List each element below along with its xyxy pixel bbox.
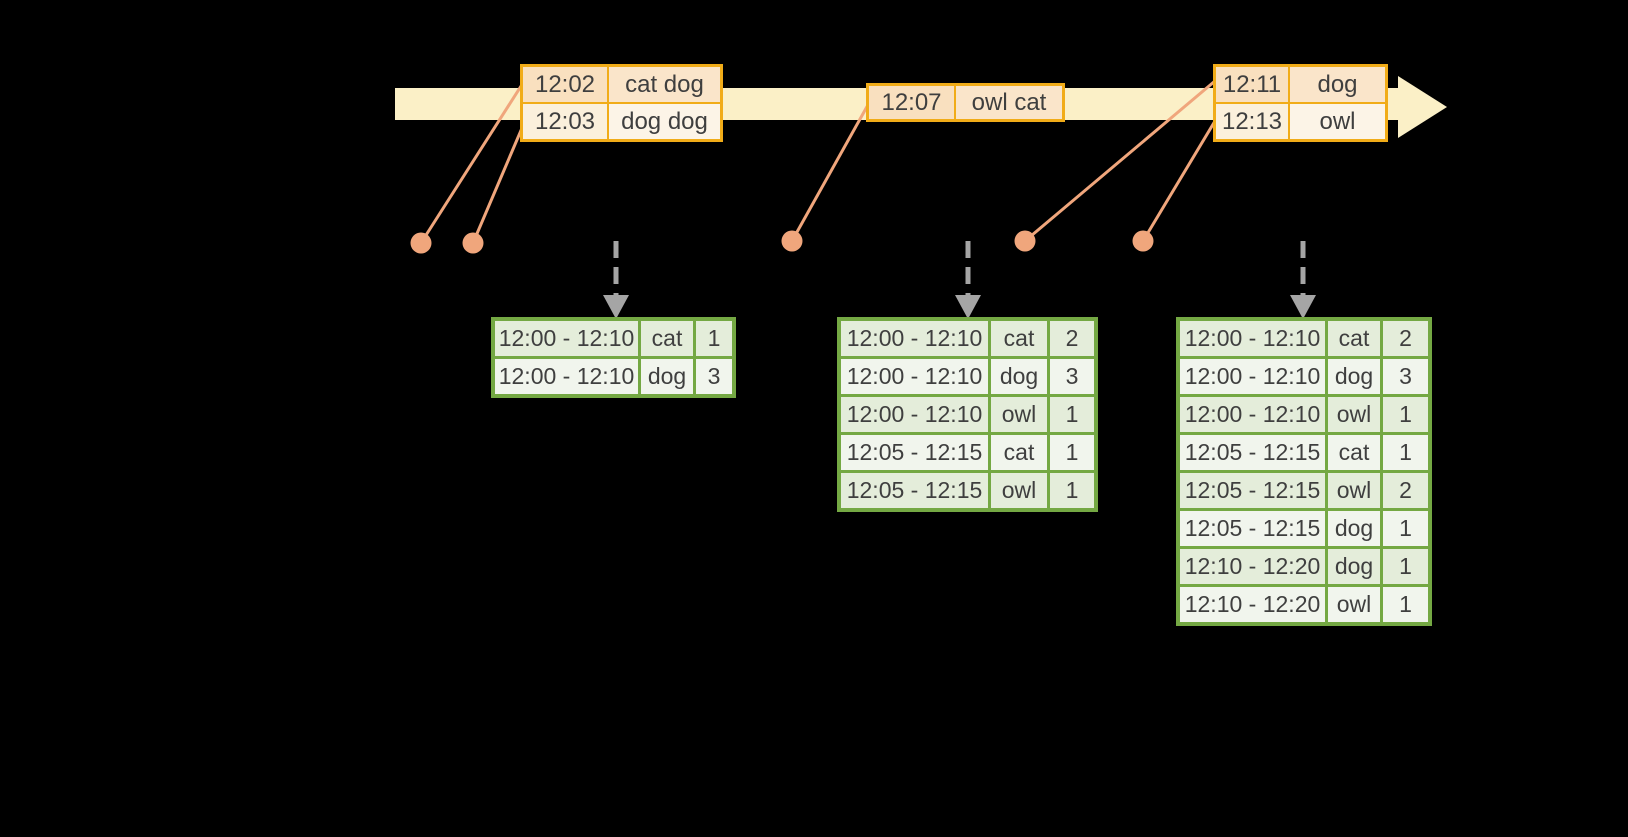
result-window: 12:05 - 12:15 xyxy=(841,473,988,508)
result-window: 12:00 - 12:10 xyxy=(495,321,638,356)
result-table-2: 12:00 - 12:10 cat 2 12:00 - 12:10 dog 3 … xyxy=(837,317,1098,512)
event-time: 12:02 xyxy=(523,67,607,102)
result-window: 12:05 - 12:15 xyxy=(841,435,988,470)
connector-line xyxy=(1024,79,1216,243)
result-count: 1 xyxy=(1383,549,1428,584)
result-word: owl xyxy=(1328,587,1380,622)
result-window: 12:00 - 12:10 xyxy=(841,359,988,394)
result-word: owl xyxy=(1328,397,1380,432)
result-word: cat xyxy=(991,321,1047,356)
result-count: 2 xyxy=(1050,321,1094,356)
result-count: 1 xyxy=(1383,397,1428,432)
result-count: 1 xyxy=(1383,511,1428,546)
result-count: 1 xyxy=(1383,435,1428,470)
result-word: dog xyxy=(1328,549,1380,584)
result-count: 2 xyxy=(1383,321,1428,356)
result-window: 12:00 - 12:10 xyxy=(1180,359,1325,394)
event-time: 12:07 xyxy=(869,86,954,119)
result-word: cat xyxy=(1328,321,1380,356)
result-count: 3 xyxy=(1050,359,1094,394)
down-arrowhead-icon xyxy=(1290,295,1316,319)
event-words: dog xyxy=(1290,67,1385,102)
event-words: cat dog xyxy=(609,67,720,102)
result-window: 12:05 - 12:15 xyxy=(1180,435,1325,470)
down-arrowhead-icon xyxy=(955,295,981,319)
result-count: 2 xyxy=(1383,473,1428,508)
event-dot-icon xyxy=(462,232,484,254)
result-window: 12:05 - 12:15 xyxy=(1180,473,1325,508)
result-window: 12:00 - 12:10 xyxy=(1180,321,1325,356)
event-dot-icon xyxy=(1014,230,1036,252)
timeline-arrowhead-icon xyxy=(1398,76,1447,138)
result-word: dog xyxy=(1328,359,1380,394)
event-time: 12:11 xyxy=(1216,67,1288,102)
result-table-3: 12:00 - 12:10 cat 2 12:00 - 12:10 dog 3 … xyxy=(1176,317,1432,626)
result-table-1: 12:00 - 12:10 cat 1 12:00 - 12:10 dog 3 xyxy=(491,317,736,398)
event-dot-icon xyxy=(1132,230,1154,252)
result-word: cat xyxy=(641,321,693,356)
result-window: 12:10 - 12:20 xyxy=(1180,549,1325,584)
result-count: 1 xyxy=(1050,397,1094,432)
result-word: owl xyxy=(1328,473,1380,508)
event-dot-icon xyxy=(410,232,432,254)
result-window: 12:10 - 12:20 xyxy=(1180,587,1325,622)
result-word: dog xyxy=(991,359,1047,394)
event-table-3: 12:11 dog 12:13 owl xyxy=(1213,64,1388,142)
result-count: 1 xyxy=(1383,587,1428,622)
result-word: cat xyxy=(1328,435,1380,470)
result-window: 12:00 - 12:10 xyxy=(841,321,988,356)
result-window: 12:00 - 12:10 xyxy=(841,397,988,432)
connector-line xyxy=(790,102,871,242)
connector-line xyxy=(471,120,527,244)
event-dot-icon xyxy=(781,230,803,252)
result-window: 12:00 - 12:10 xyxy=(1180,397,1325,432)
result-word: owl xyxy=(991,473,1047,508)
result-count: 1 xyxy=(1050,435,1094,470)
down-arrowhead-icon xyxy=(603,295,629,319)
result-word: cat xyxy=(991,435,1047,470)
result-count: 3 xyxy=(1383,359,1428,394)
event-table-1: 12:02 cat dog 12:03 dog dog xyxy=(520,64,723,142)
result-count: 3 xyxy=(696,359,732,394)
result-count: 1 xyxy=(696,321,732,356)
result-window: 12:05 - 12:15 xyxy=(1180,511,1325,546)
event-words: owl xyxy=(1290,104,1385,139)
event-time: 12:03 xyxy=(523,104,607,139)
connector-line xyxy=(419,82,525,244)
result-word: owl xyxy=(991,397,1047,432)
result-window: 12:00 - 12:10 xyxy=(495,359,638,394)
connector-line xyxy=(1141,120,1217,242)
event-time: 12:13 xyxy=(1216,104,1288,139)
result-word: dog xyxy=(1328,511,1380,546)
result-word: dog xyxy=(641,359,693,394)
event-words: dog dog xyxy=(609,104,720,139)
event-table-2: 12:07 owl cat xyxy=(866,83,1065,122)
event-words: owl cat xyxy=(956,86,1062,119)
result-count: 1 xyxy=(1050,473,1094,508)
